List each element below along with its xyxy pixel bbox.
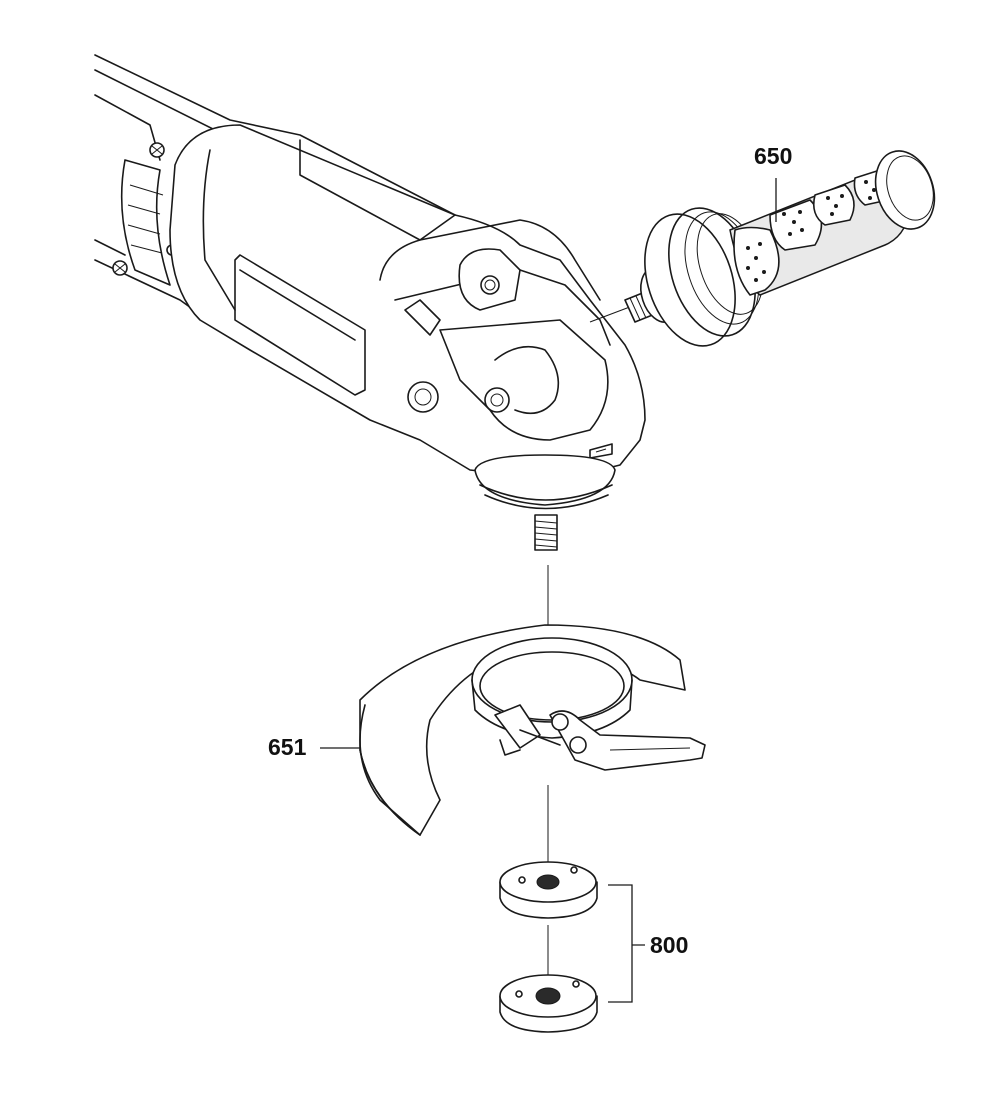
leader-800-bracket	[608, 884, 645, 1003]
flange-upper	[499, 861, 598, 919]
handle-axis-line	[589, 304, 636, 323]
auxiliary-handle	[624, 150, 936, 347]
callout-800: 800	[650, 932, 689, 958]
callout-651: 651	[268, 734, 307, 760]
callout-650: 650	[754, 143, 793, 169]
wheel-guard	[359, 624, 706, 836]
angle-grinder-body	[94, 54, 646, 551]
flange-lower	[499, 974, 598, 1033]
